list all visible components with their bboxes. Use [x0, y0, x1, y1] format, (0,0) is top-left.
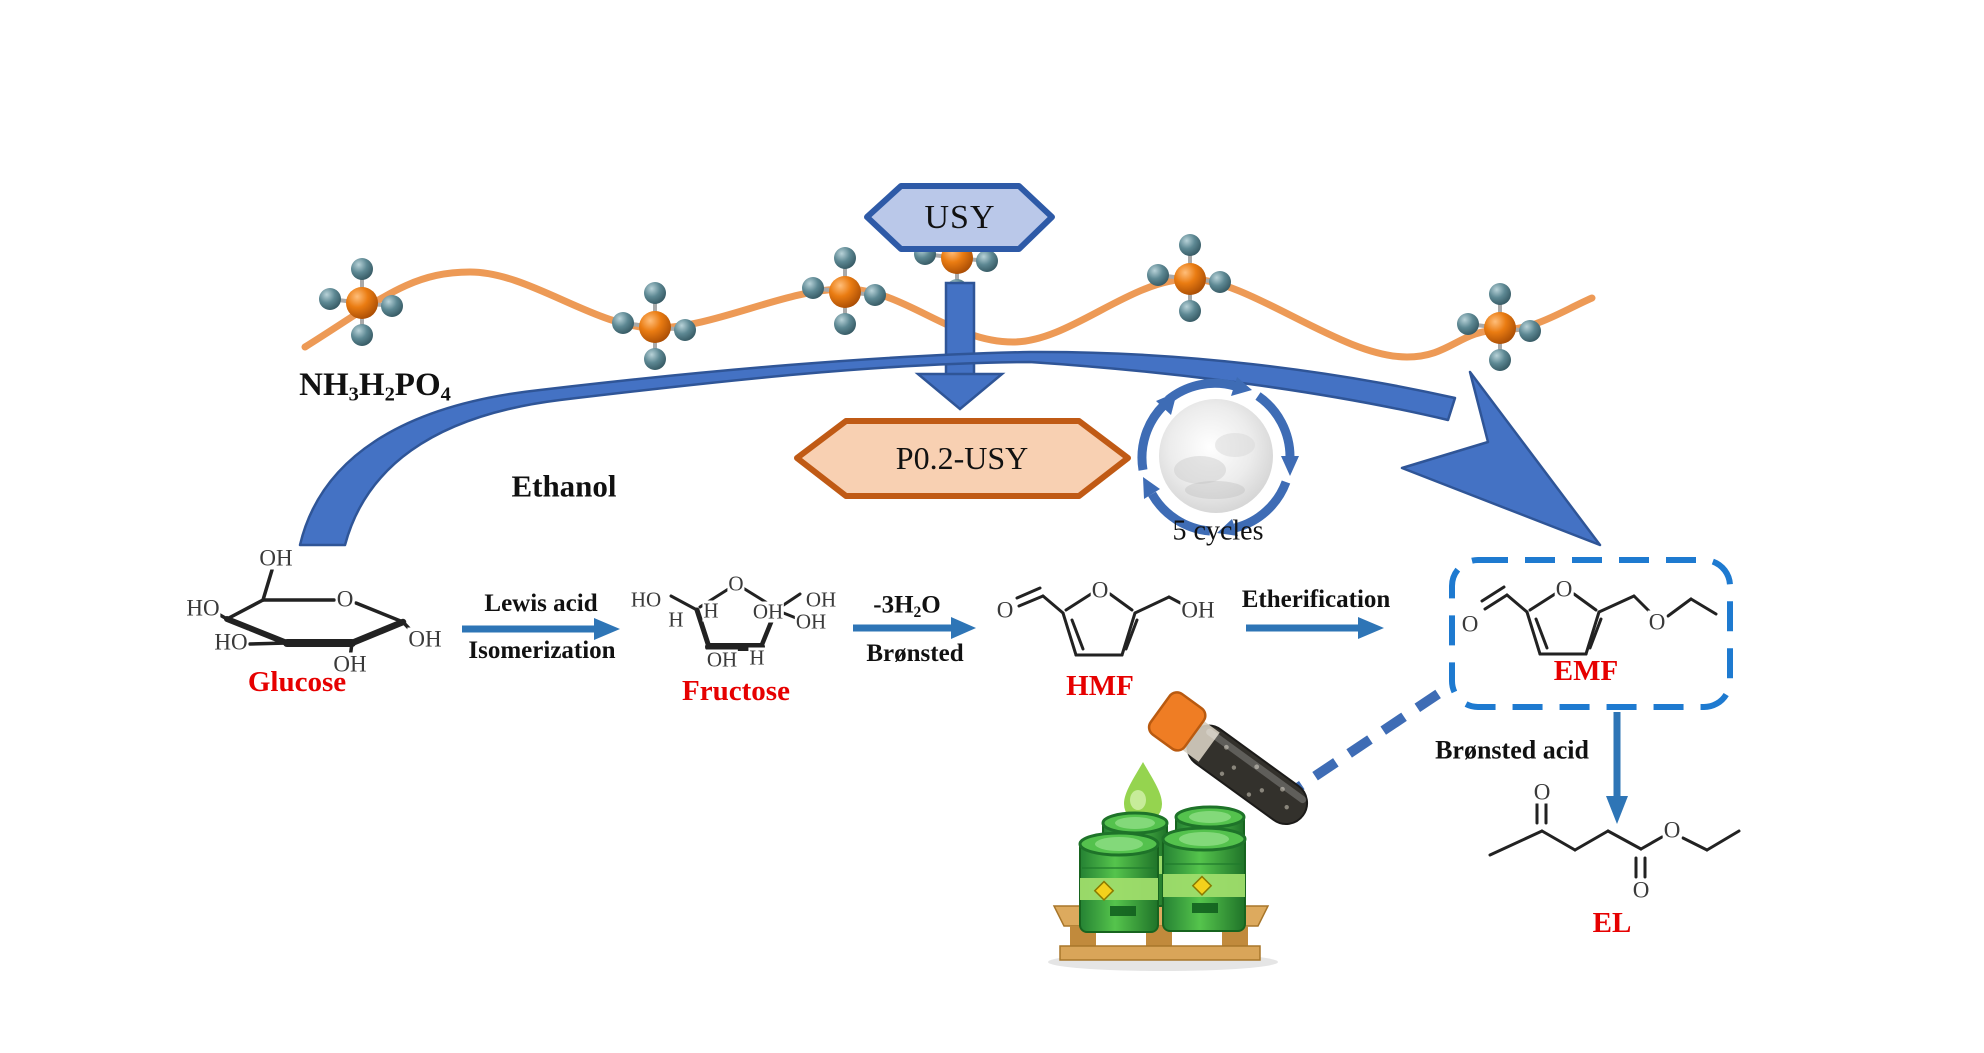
molecule-name-hmf: HMF: [1066, 669, 1134, 702]
bronsted-acid-label: Brønsted acid: [1435, 735, 1589, 765]
formula-part: H: [358, 366, 385, 403]
dehydration-sub: 2: [913, 604, 922, 622]
usy-label: USY: [924, 199, 996, 237]
glucose-structure: [211, 568, 418, 660]
formula-part: NH: [299, 366, 349, 403]
step2-bottom-label: Brønsted: [866, 639, 964, 667]
atom-label: OH: [804, 587, 838, 612]
step3-top-label: Etherification: [1241, 585, 1391, 613]
solvent-label: Ethanol: [511, 468, 617, 504]
atom-label: OH: [751, 599, 785, 624]
atom-label: H: [748, 645, 766, 670]
dehydration-part: O: [921, 591, 941, 619]
atom-label: H: [702, 598, 720, 623]
step2-top-label: -3H2O: [873, 591, 941, 622]
step1-bottom-label: Isomerization: [468, 636, 616, 664]
phosphate-formula: NH3H2PO4: [299, 368, 451, 406]
molecule-name-emf: EMF: [1553, 654, 1619, 687]
swoosh-arrow: [298, 350, 1602, 547]
molecule-cluster: [1145, 232, 1233, 324]
atom-label: O: [1460, 611, 1480, 637]
molecule-name-glucose: Glucose: [247, 665, 347, 698]
atom-label: HO: [213, 629, 249, 655]
dashed-connector: [1278, 687, 1444, 804]
atom-label: O: [335, 586, 355, 612]
usy-hexagon: [864, 183, 1055, 252]
dehydration-part: -3H: [873, 591, 914, 619]
recycle-arrows-icon: [1137, 377, 1299, 536]
atom-label: O: [1631, 877, 1651, 903]
formula-sub: 3: [348, 383, 359, 406]
atom-label: HO: [185, 595, 221, 621]
molecule-name-el: EL: [1592, 906, 1632, 939]
down-arrow: [914, 281, 1006, 411]
atom-label: OH: [705, 647, 739, 672]
molecule-cluster: [1455, 281, 1543, 373]
reaction-arrows: [462, 617, 1628, 824]
atom-label: O: [1090, 577, 1110, 603]
chemical-barrels: [1048, 805, 1278, 971]
phosphate-chain-wave: [301, 268, 1596, 361]
atom-label: OH: [258, 545, 294, 571]
atom-label: H: [667, 607, 685, 632]
molecule-cluster: [610, 280, 698, 372]
test-tube-icon: [1147, 691, 1309, 825]
atom-label: O: [1532, 779, 1552, 805]
molecule-cluster: [800, 245, 888, 337]
atom-label: OH: [407, 626, 443, 652]
atom-label: HO: [629, 587, 663, 612]
catalyst-powder: [1159, 399, 1273, 513]
p02-usy-label: P0.2-USY: [895, 440, 1029, 477]
droplet-shine: [1130, 790, 1146, 810]
atom-label: O: [727, 571, 745, 596]
atom-label: O: [1662, 817, 1682, 843]
formula-part: PO: [394, 366, 441, 403]
p02-usy-hexagon: [794, 418, 1131, 499]
hmf-structure: [1015, 586, 1188, 657]
step1-top-label: Lewis acid: [484, 589, 598, 617]
atom-label: O: [995, 597, 1015, 623]
atom-label: OH: [1180, 597, 1216, 623]
formula-sub: 2: [384, 383, 395, 406]
atom-label: O: [1554, 576, 1574, 602]
atom-label: OH: [332, 651, 368, 677]
atom-label: O: [1647, 609, 1667, 635]
atom-label: OH: [794, 609, 828, 634]
formula-sub: 4: [440, 383, 451, 406]
molecule-name-fructose: Fructose: [682, 674, 790, 707]
emf-structure: [1480, 585, 1718, 656]
cycles-label: 5 cycles: [1172, 515, 1264, 547]
emf-highlight-box: [1449, 557, 1733, 710]
el-structure: [1488, 802, 1741, 879]
